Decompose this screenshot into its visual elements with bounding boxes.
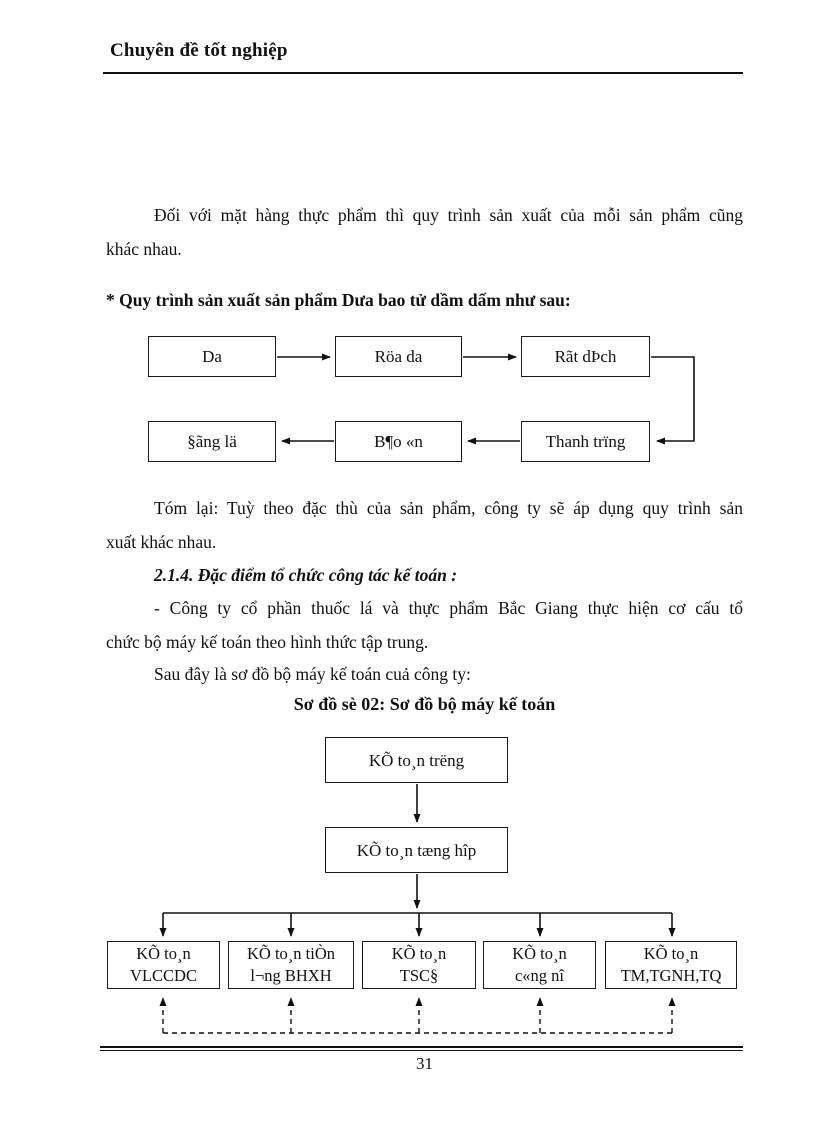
footer-rule bbox=[100, 1046, 743, 1051]
flow-box-dept-cong-no: KÕ to¸n c«ng nî bbox=[483, 941, 596, 989]
paragraph-line: - Công ty cổ phần thuốc lá và thực phẩm … bbox=[154, 598, 743, 618]
diagram-title: Sơ đồ sè 02: Sơ đồ bộ máy kế toán bbox=[293, 694, 556, 714]
paragraph-line: xuất khác nhau. bbox=[106, 532, 217, 552]
page-number: 31 bbox=[416, 1054, 433, 1073]
flow-box-thanh-trung: Thanh trïng bbox=[521, 421, 650, 462]
flow-box-dept-luong-bhxh: KÕ to¸n tiÒn l¬ng BHXH bbox=[228, 941, 354, 989]
flow-box-dept-tscd: KÕ to¸n TSC§ bbox=[362, 941, 476, 989]
flow-box-dong-lo: §ãng lä bbox=[148, 421, 276, 462]
page-header-title: Chuyên đề tốt nghiệp bbox=[110, 40, 288, 61]
section-heading: 2.1.4. Đặc điểm tổ chức công tác kế toán… bbox=[154, 565, 458, 585]
flow-box-bao-on: B¶o «n bbox=[335, 421, 462, 462]
paragraph-line: chức bộ máy kế toán theo hình thức tập t… bbox=[106, 632, 429, 652]
process-heading: * Quy trình sản xuất sản phẩm Dưa bao tử… bbox=[106, 290, 571, 310]
flow-box-da: Da bbox=[148, 336, 276, 377]
flow-box-general-accountant: KÕ to¸n tæng hîp bbox=[325, 827, 508, 873]
header-rule bbox=[103, 72, 743, 74]
accounting-feedback-dashed-lines bbox=[159, 997, 676, 1034]
paragraph-line: khác nhau. bbox=[106, 239, 182, 259]
flow-box-dept-vlccdc: KÕ to¸n VLCCDC bbox=[107, 941, 220, 989]
flow-box-rot-dich: Rãt dÞch bbox=[521, 336, 650, 377]
paragraph-line: Sau đây là sơ đồ bộ máy kế toán cuả công… bbox=[154, 664, 471, 684]
paragraph-line: Đối với mặt hàng thực phẩm thì quy trình… bbox=[154, 205, 743, 225]
flow-box-dept-tm-tgnh-tq: KÕ to¸n TM,TGNH,TQ bbox=[605, 941, 737, 989]
flow-box-rua-dua: Röa da bbox=[335, 336, 462, 377]
paragraph-line: Tóm lại: Tuỳ theo đặc thù của sản phẩm, … bbox=[154, 498, 743, 518]
flow-box-chief-accountant: KÕ to¸n trëng bbox=[325, 737, 508, 783]
